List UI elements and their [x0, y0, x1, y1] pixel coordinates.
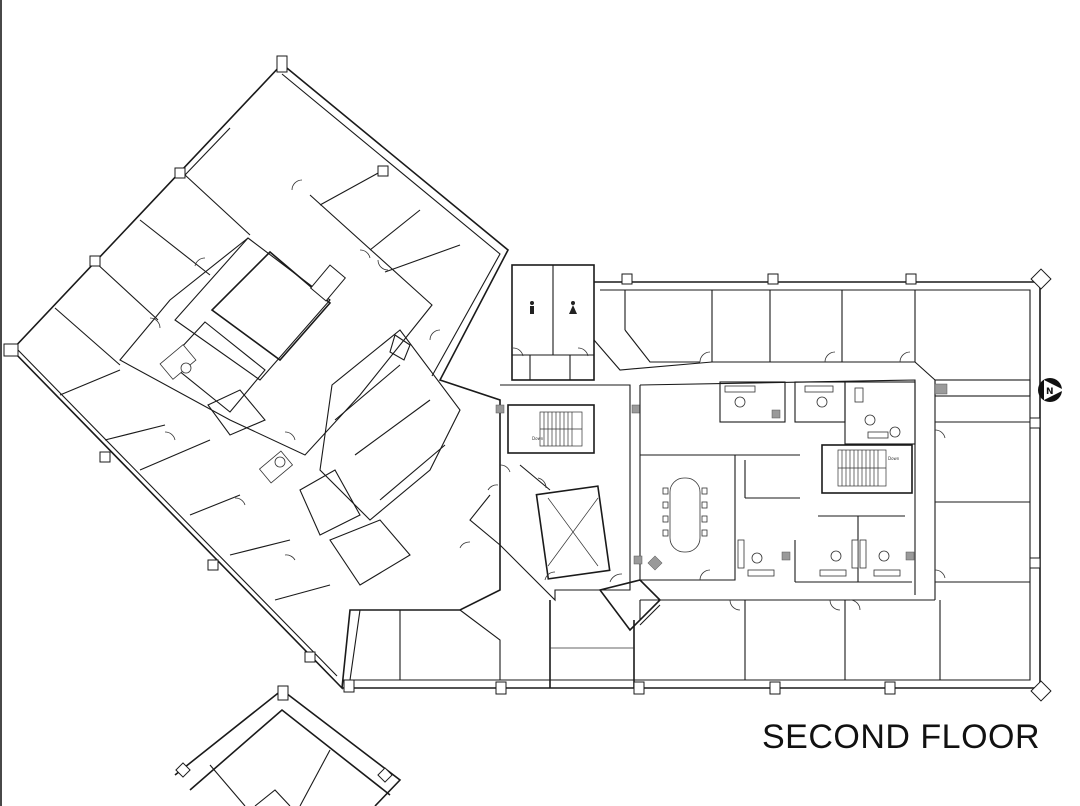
- elevator-shaft: [535, 485, 611, 580]
- stair-down-label-1: Down: [532, 436, 544, 441]
- stair-core-1: [507, 404, 595, 454]
- floor-title: SECOND FLOOR: [762, 718, 1041, 756]
- womens-restroom-icon: [569, 301, 577, 314]
- rotated-wing: [3, 55, 510, 690]
- column-pier: [276, 55, 288, 73]
- conference-table: [669, 477, 701, 553]
- north-arrow-icon: N: [1038, 378, 1064, 402]
- building-core: Down: [429, 264, 662, 688]
- north-label: N: [1046, 387, 1054, 397]
- stair-icon: [539, 411, 583, 447]
- stair-core-2: [821, 444, 913, 494]
- stair-icon-2: [837, 449, 887, 487]
- partial-lower-wing: [174, 685, 402, 806]
- stair-down-label-2: Down: [888, 456, 900, 461]
- east-wing: Down: [342, 268, 1052, 702]
- mens-restroom-icon: [530, 301, 534, 314]
- elevator-icon: [547, 497, 599, 567]
